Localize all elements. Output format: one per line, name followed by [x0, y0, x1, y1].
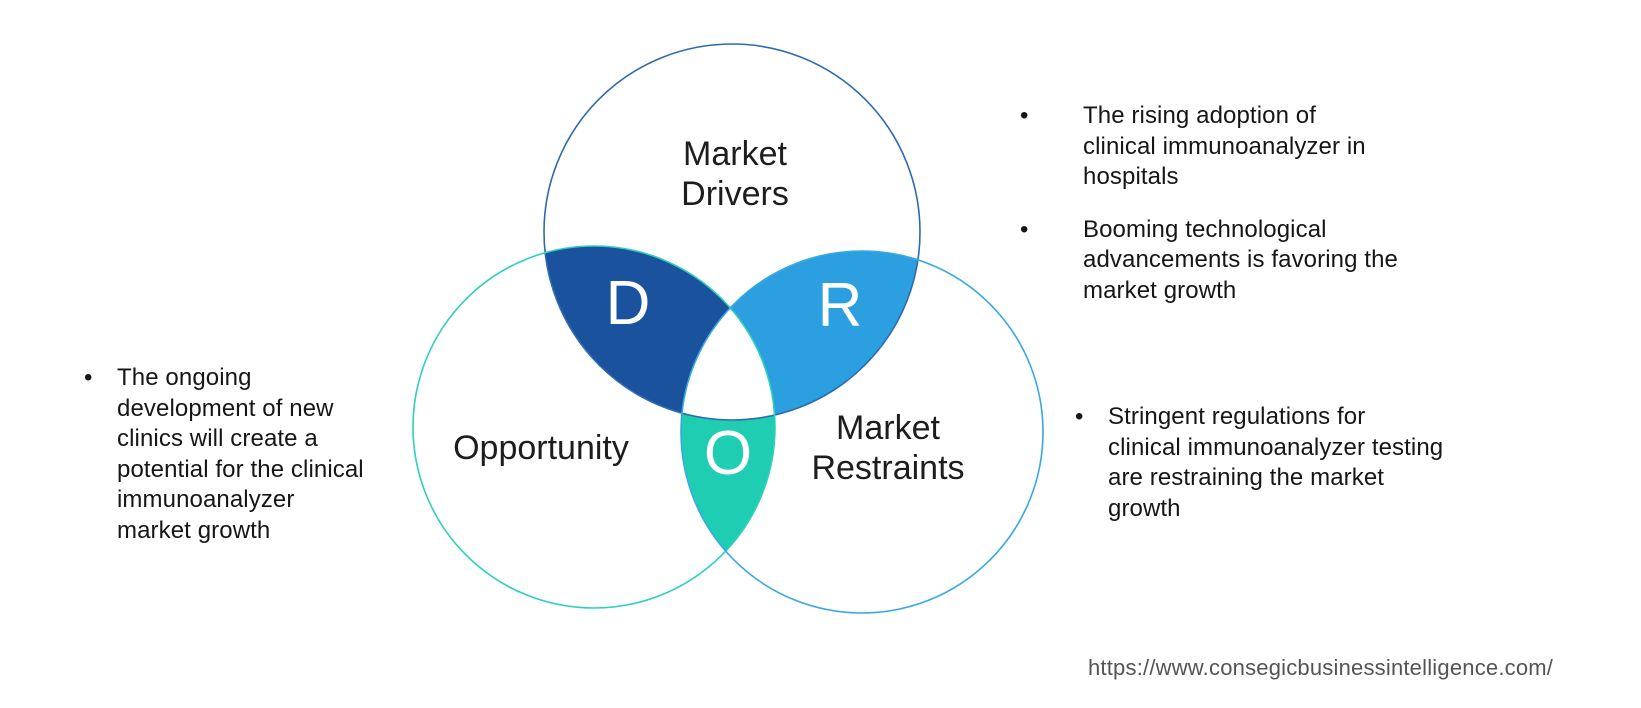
- bullet-icon: •: [1075, 403, 1084, 430]
- bullet-icon: •: [1020, 215, 1029, 243]
- drivers-note-2-text: Booming technological advancements is fa…: [1083, 215, 1398, 304]
- drivers-label-line2: Drivers: [681, 175, 789, 213]
- opportunity-label: Opportunity: [453, 429, 629, 467]
- drivers-label-line1: Market: [683, 135, 787, 173]
- notes-spacer: [1020, 193, 1398, 215]
- overlap-region-drivers-opportunity: [544, 246, 775, 420]
- drivers-note-1: • The rising adoption of clinical immuno…: [1020, 101, 1398, 193]
- bullet-icon: •: [1020, 102, 1029, 129]
- bullet-icon: •: [84, 364, 93, 391]
- restraints-label-line2: Restraints: [811, 449, 964, 487]
- drivers-notes: • The rising adoption of clinical immuno…: [1020, 101, 1398, 306]
- drivers-note-1-text: The rising adoption of clinical immunoan…: [1083, 102, 1366, 190]
- drivers-circle-outline: [543, 43, 921, 421]
- overlap-region-drivers-restraints: [681, 251, 920, 420]
- source-url: https://www.consegicbusinessintelligence…: [1088, 655, 1554, 680]
- restraints-note: • Stringent regulations for clinical imm…: [1075, 402, 1443, 524]
- overlap-letter-d: D: [606, 269, 651, 338]
- opportunity-note: • The ongoing development of new clinics…: [84, 363, 364, 546]
- drivers-note-2: • Booming technological advancements is …: [1020, 215, 1398, 307]
- opportunity-note-text: The ongoing development of new clinics w…: [117, 364, 364, 544]
- restraints-note-text: Stringent regulations for clinical immun…: [1108, 403, 1444, 522]
- restraints-label-line1: Market: [836, 409, 940, 447]
- restraints-circle-outline: [680, 250, 1044, 614]
- overlap-letter-o: O: [704, 419, 752, 488]
- overlap-letter-r: R: [818, 271, 863, 340]
- opportunity-circle-outline: [412, 245, 776, 609]
